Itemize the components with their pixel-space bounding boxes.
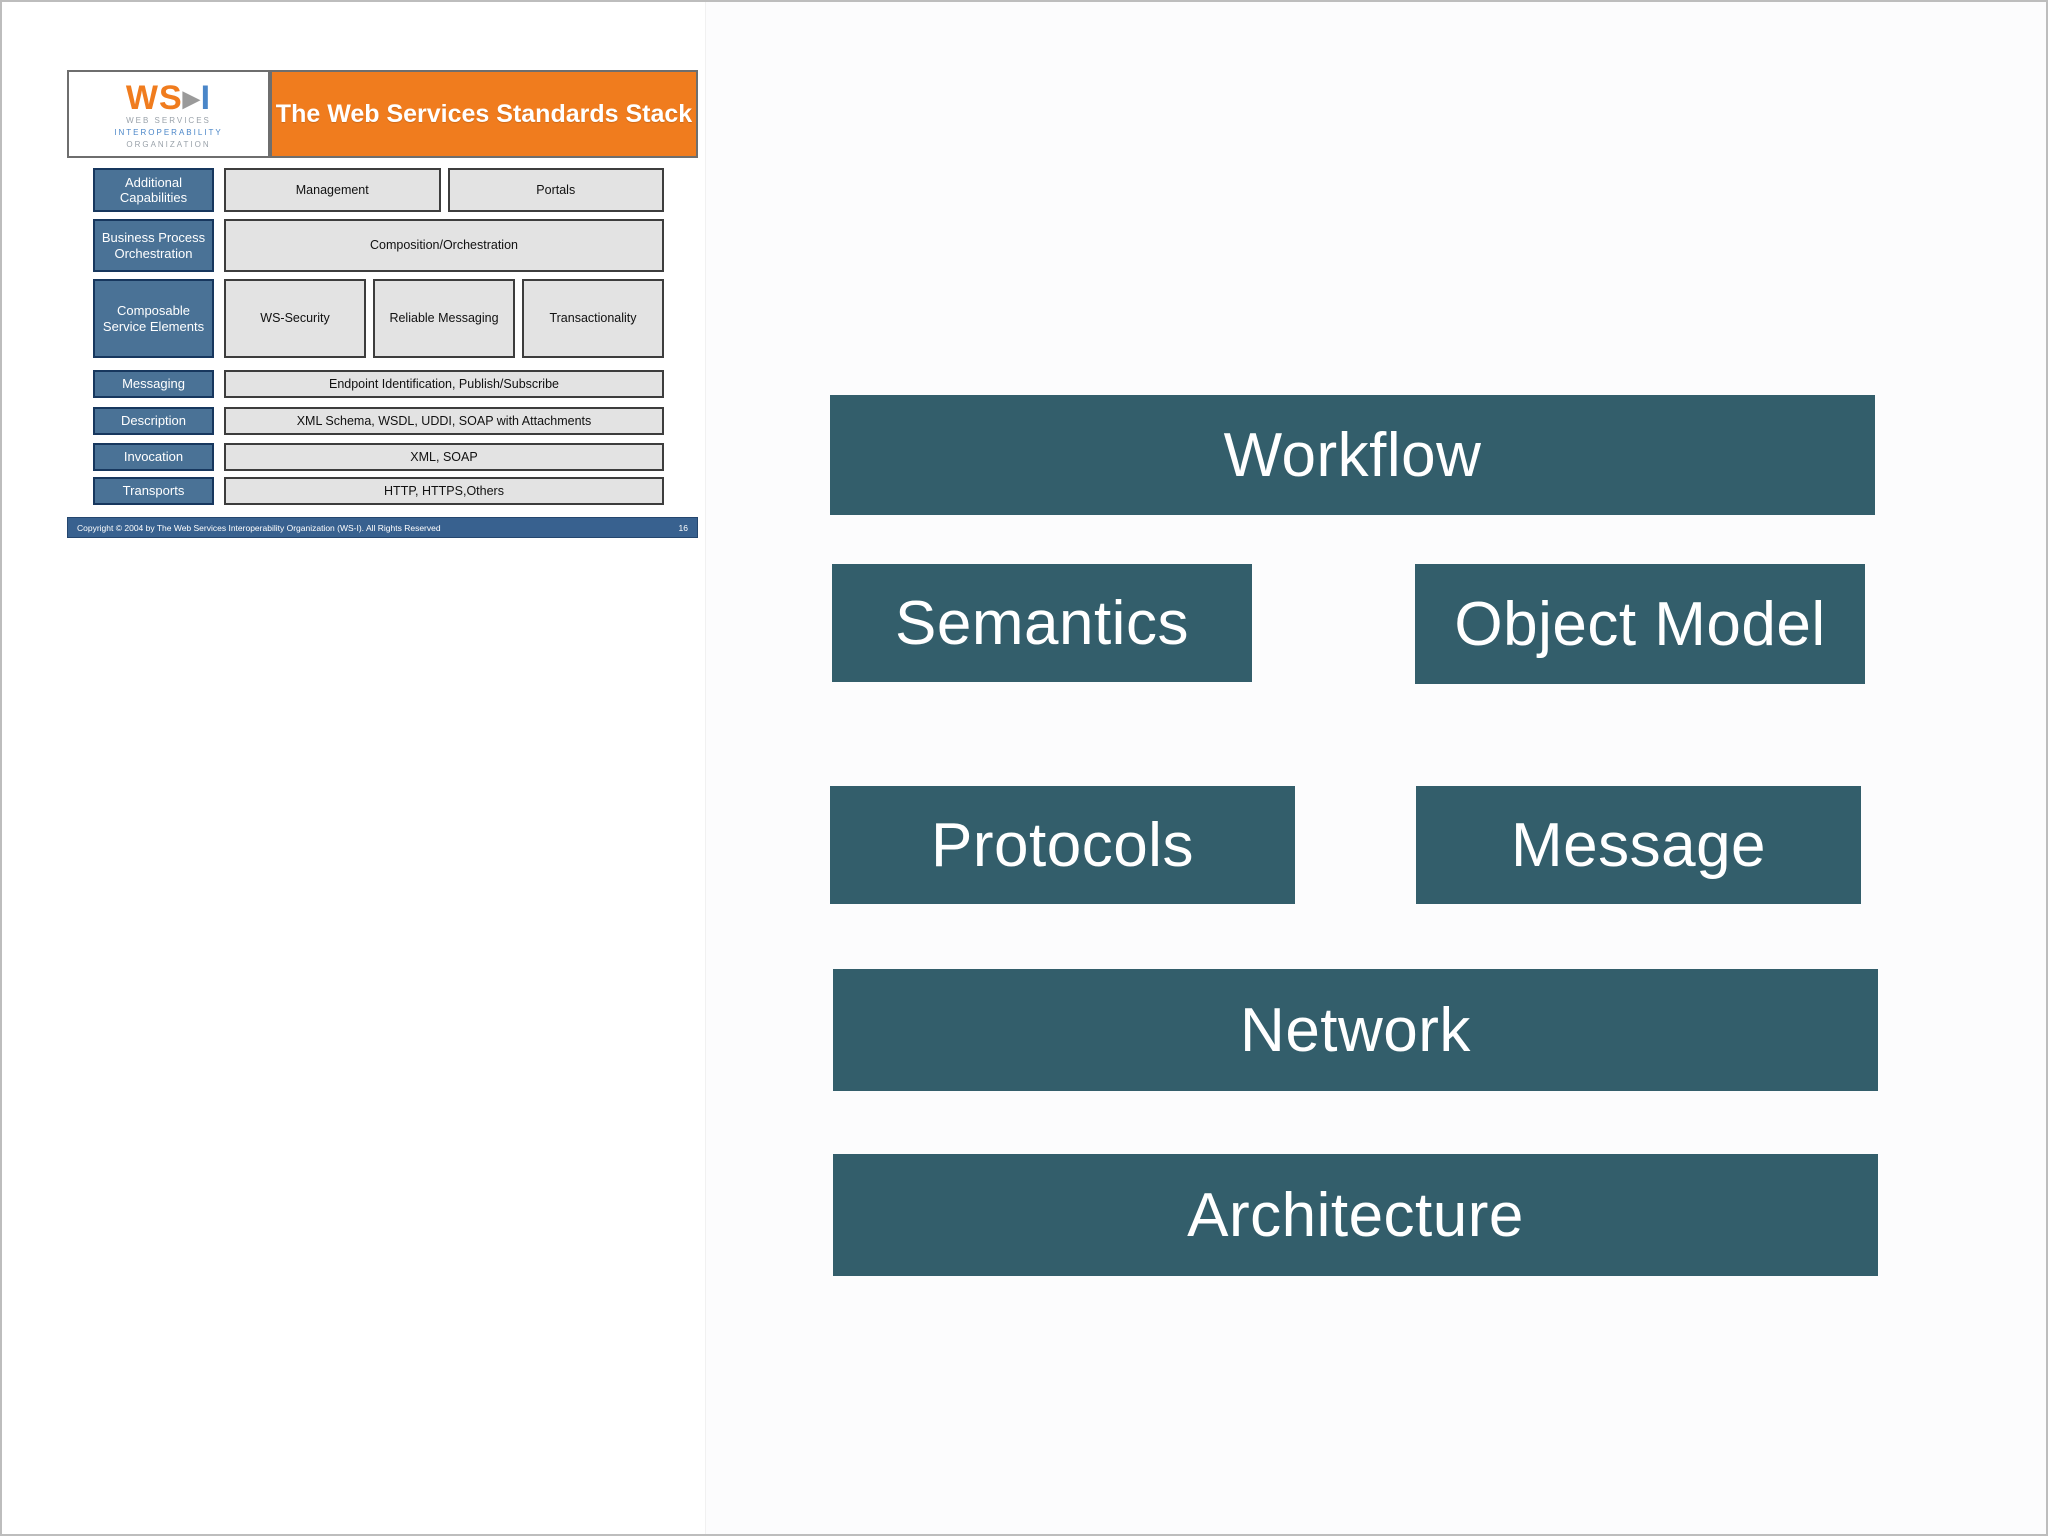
row-label: Invocation bbox=[93, 443, 214, 471]
thumbnail-header: WS▶I WEB SERVICES INTEROPERABILITY ORGAN… bbox=[67, 70, 698, 158]
row-cells: Endpoint Identification, Publish/Subscri… bbox=[224, 370, 664, 398]
diagram-box-protocols: Protocols bbox=[830, 786, 1295, 904]
diagram-box-workflow: Workflow bbox=[830, 395, 1875, 515]
page-number: 16 bbox=[678, 522, 688, 533]
cell-endpoint-identification: Endpoint Identification, Publish/Subscri… bbox=[224, 370, 664, 398]
logo-line-interoperability: INTEROPERABILITY bbox=[114, 128, 223, 138]
cell-portals: Portals bbox=[447, 168, 664, 212]
logo-line-organization: ORGANIZATION bbox=[126, 139, 211, 149]
row-cells: WS-Security Reliable Messaging Transacti… bbox=[224, 279, 664, 358]
cell-reliable-messaging: Reliable Messaging bbox=[373, 279, 515, 358]
slide-title: The Web Services Standards Stack bbox=[270, 70, 698, 158]
logo-ws-text: WS bbox=[125, 79, 183, 118]
stack-row-composable-service-elements: Composable Service Elements WS-Security … bbox=[93, 279, 664, 358]
diagram-box-object-model: Object Model bbox=[1415, 564, 1865, 684]
cell-ws-security: WS-Security bbox=[224, 279, 366, 358]
row-label: Messaging bbox=[93, 370, 214, 398]
row-cells: Composition/Orchestration bbox=[224, 219, 664, 272]
thumbnail-footer-bar: Copyright © 2004 by The Web Services Int… bbox=[67, 517, 698, 538]
row-label: Description bbox=[93, 407, 214, 435]
diagram-box-message: Message bbox=[1416, 786, 1861, 904]
row-cells: XML, SOAP bbox=[224, 443, 664, 471]
cell-transactionality: Transactionality bbox=[522, 279, 664, 358]
stack-row-additional-capabilities: Additional Capabilities Management Porta… bbox=[93, 168, 664, 212]
cell-xml-soap: XML, SOAP bbox=[224, 443, 664, 471]
copyright-text: Copyright © 2004 by The Web Services Int… bbox=[77, 522, 441, 533]
stack-row-transports: Transports HTTP, HTTPS,Others bbox=[93, 477, 664, 505]
cell-http-https-others: HTTP, HTTPS,Others bbox=[224, 477, 664, 505]
stack-row-invocation: Invocation XML, SOAP bbox=[93, 443, 664, 471]
cell-xml-schema-wsdl: XML Schema, WSDL, UDDI, SOAP with Attach… bbox=[224, 407, 664, 435]
diagram-box-network: Network bbox=[833, 969, 1878, 1091]
row-cells: Management Portals bbox=[224, 168, 664, 212]
logo-line-web-services: WEB SERVICES bbox=[126, 116, 211, 126]
logo-i-text: I bbox=[200, 79, 212, 118]
right-panel-background bbox=[705, 2, 2046, 1534]
logo-arrow-icon: ▶ bbox=[182, 86, 201, 112]
diagram-box-architecture: Architecture bbox=[833, 1154, 1878, 1276]
stack-row-description: Description XML Schema, WSDL, UDDI, SOAP… bbox=[93, 407, 664, 435]
stack-row-messaging: Messaging Endpoint Identification, Publi… bbox=[93, 370, 664, 398]
row-cells: HTTP, HTTPS,Others bbox=[224, 477, 664, 505]
row-label: Transports bbox=[93, 477, 214, 505]
stack-row-business-process: Business Process Orchestration Compositi… bbox=[93, 219, 664, 272]
wsi-logo-mark: WS▶I bbox=[126, 81, 211, 115]
row-label: Additional Capabilities bbox=[93, 168, 214, 212]
cell-management: Management bbox=[224, 168, 441, 212]
row-label: Composable Service Elements bbox=[93, 279, 214, 358]
row-label: Business Process Orchestration bbox=[93, 219, 214, 272]
diagram-box-semantics: Semantics bbox=[832, 564, 1252, 682]
ws-standards-stack-thumbnail: WS▶I WEB SERVICES INTEROPERABILITY ORGAN… bbox=[67, 70, 698, 538]
row-cells: XML Schema, WSDL, UDDI, SOAP with Attach… bbox=[224, 407, 664, 435]
wsi-logo: WS▶I WEB SERVICES INTEROPERABILITY ORGAN… bbox=[67, 70, 270, 158]
cell-composition-orchestration: Composition/Orchestration bbox=[224, 219, 664, 272]
